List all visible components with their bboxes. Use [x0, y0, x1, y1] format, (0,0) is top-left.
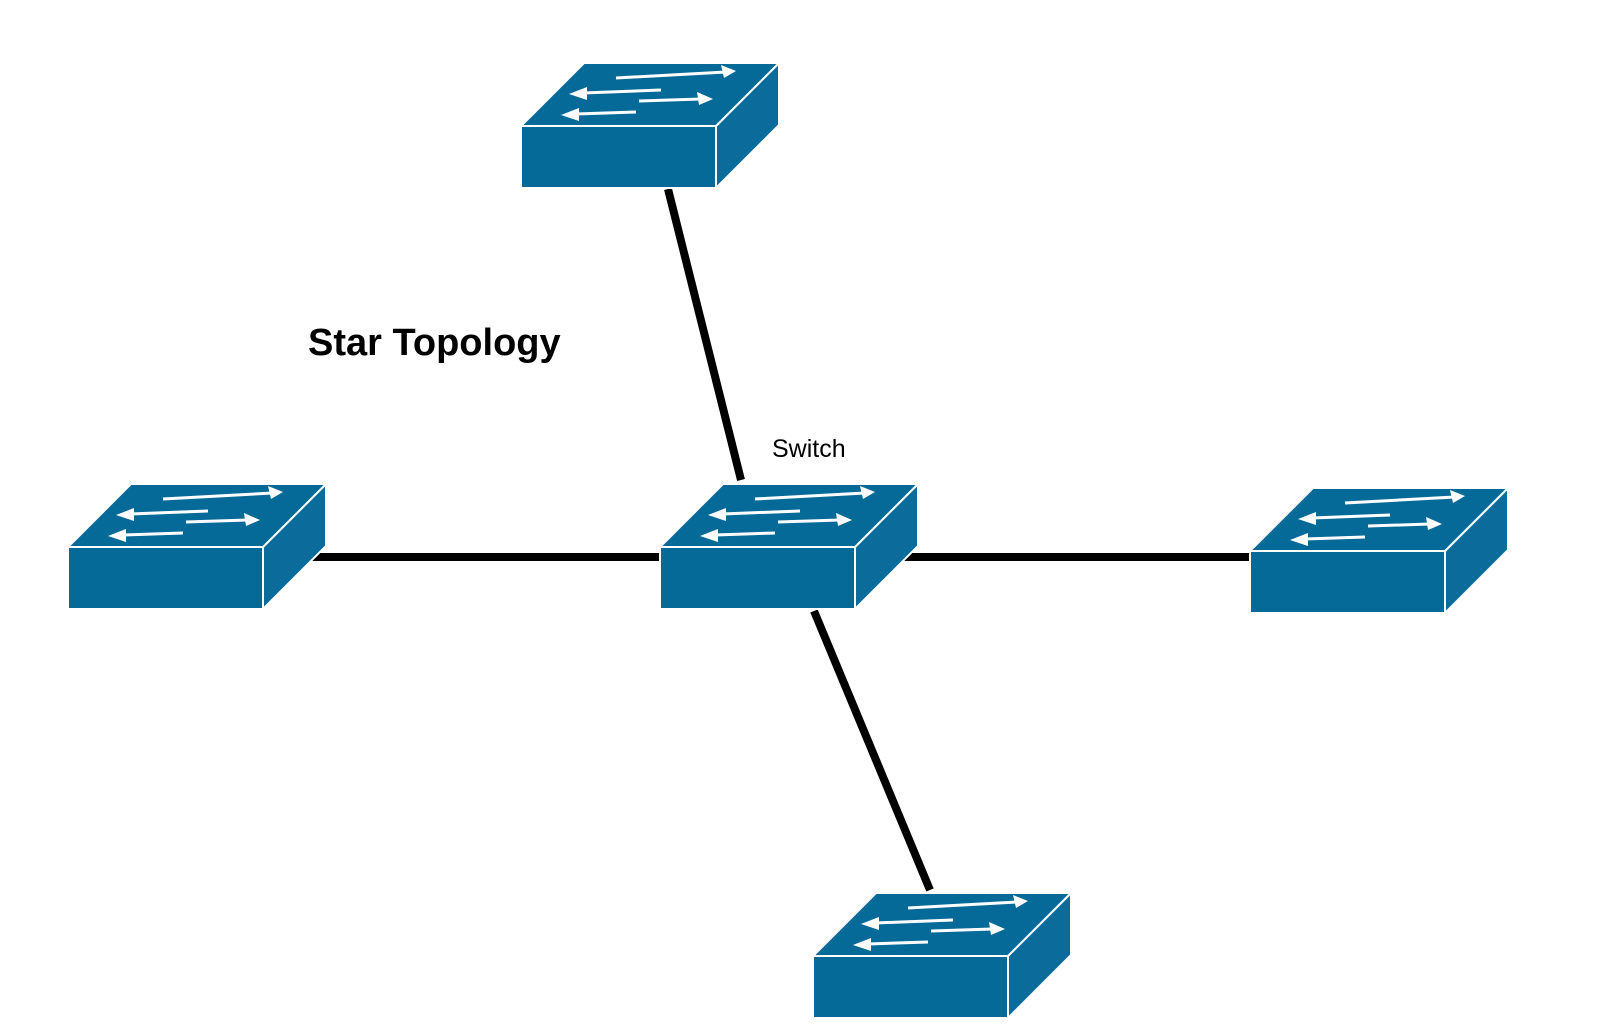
network-switch-icon — [66, 482, 328, 611]
switch-node-left — [66, 482, 328, 611]
switch-node-bottom — [811, 891, 1073, 1020]
switch-node-right — [1248, 486, 1510, 615]
switch-node-top — [519, 61, 781, 190]
link-center-bottom — [810, 609, 934, 892]
center-switch-label: Switch — [772, 435, 846, 463]
network-switch-icon — [811, 891, 1073, 1020]
switch-node-center — [658, 482, 920, 611]
network-switch-icon — [1248, 486, 1510, 615]
links — [310, 188, 1250, 892]
network-switch-icon — [519, 61, 781, 190]
diagram-title: Star Topology — [308, 322, 561, 364]
link-center-top — [664, 188, 745, 481]
network-switch-icon — [658, 482, 920, 611]
